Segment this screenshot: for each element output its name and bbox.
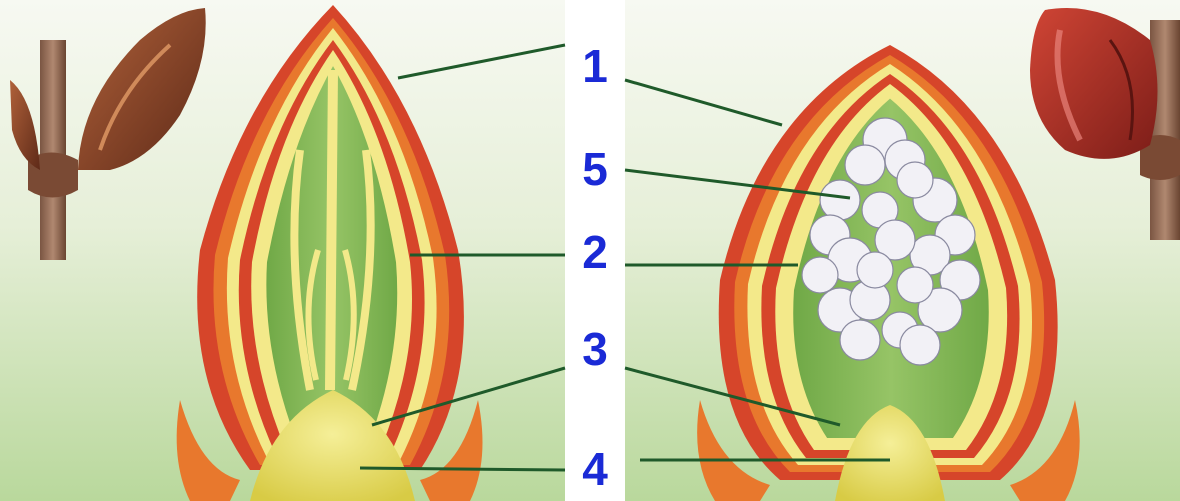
leader-line-4-left (360, 468, 565, 470)
label-4: 4 (582, 443, 608, 495)
label-2: 2 (582, 226, 608, 278)
label-3: 3 (582, 323, 608, 375)
label-1: 1 (582, 40, 608, 92)
label-5: 5 (582, 143, 608, 195)
